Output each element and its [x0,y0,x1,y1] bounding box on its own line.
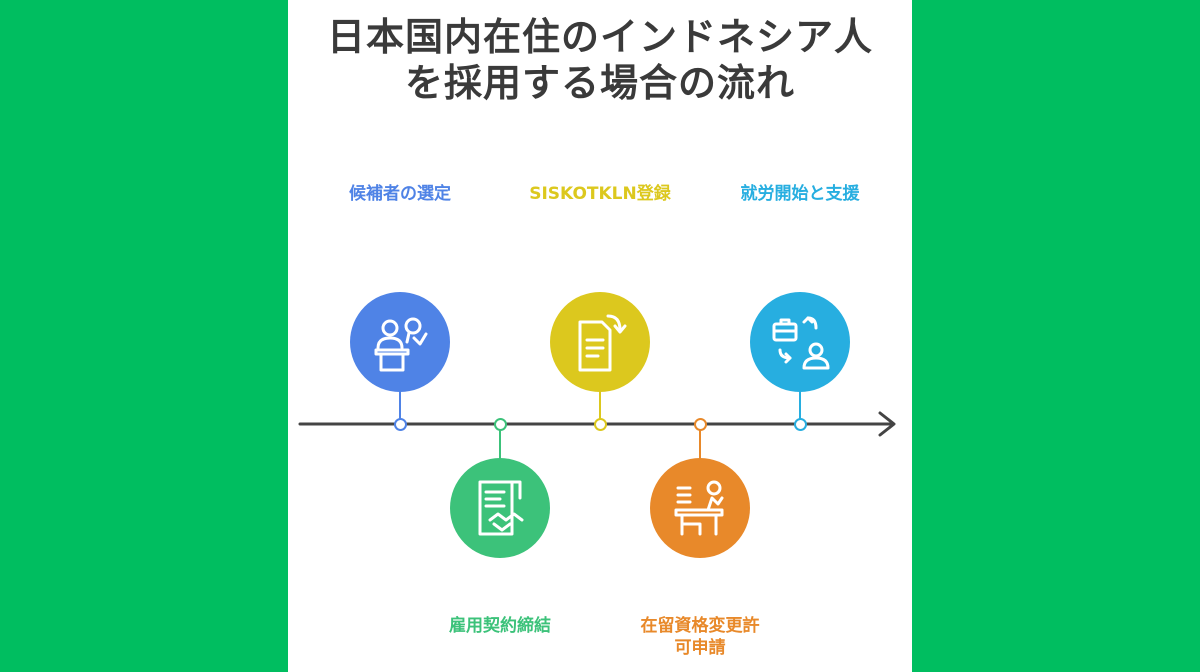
diagram-title: 日本国内在住のインドネシア人 を採用する場合の流れ [288,14,912,106]
step-3-circle [550,292,650,392]
step-1-stem [399,390,401,420]
interview-icon [374,317,428,372]
step-4-circle [650,458,750,558]
step-4-label: 在留資格変更許 可申請 [640,616,760,658]
step-2-label: 雇用契約締結 [449,616,551,636]
timeline-arrowhead [878,411,896,437]
application-desk-icon [674,480,724,536]
title-line-2: を採用する場合の流れ [404,61,795,105]
step-4-stem [699,430,701,460]
step-3-stem [599,390,601,420]
step-5-marker [794,418,807,431]
step-2-stem [499,430,501,460]
step-2-marker [494,418,507,431]
document-register-icon [578,314,627,372]
diagram-panel: 日本国内在住のインドネシア人 を採用する場合の流れ 候補者の選定 雇用契約締結 [288,0,912,672]
step-1-marker [394,418,407,431]
work-support-icon [772,316,830,370]
step-3-marker [594,418,607,431]
step-1-label: 候補者の選定 [349,184,451,204]
step-4-marker [694,418,707,431]
step-2-circle [450,458,550,558]
step-1-circle [350,292,450,392]
step-5-stem [799,390,801,420]
step-5-label: 就労開始と支援 [740,184,860,204]
contract-handshake-icon [478,480,524,536]
step-3-label: SISKOTKLN登録 [529,184,671,204]
title-line-1: 日本国内在住のインドネシア人 [326,15,873,59]
step-5-circle [750,292,850,392]
